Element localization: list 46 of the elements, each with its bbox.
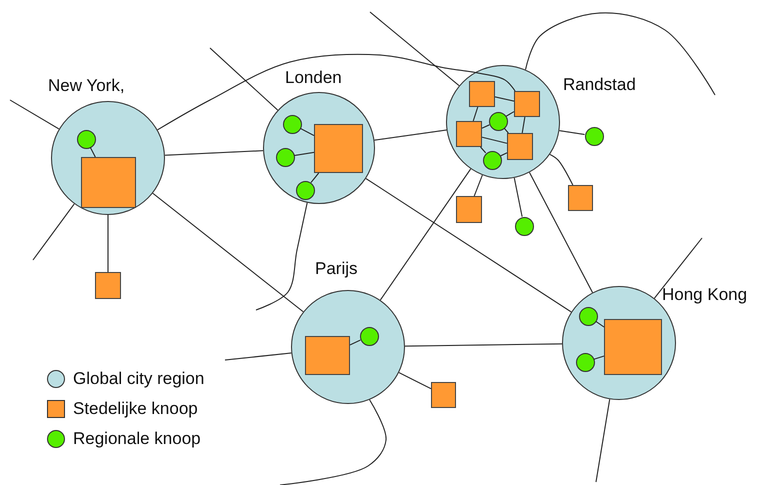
city-name: Hong Kong xyxy=(662,285,748,305)
legend-text: Stedelijke knoop xyxy=(73,398,198,420)
connector-line xyxy=(506,111,514,117)
connector-line xyxy=(294,152,314,156)
connector-line xyxy=(350,340,361,346)
connector-line xyxy=(558,130,586,136)
connector-line xyxy=(10,100,60,130)
connector-line xyxy=(224,352,292,360)
connector-line xyxy=(480,146,486,154)
connector-line xyxy=(482,124,490,129)
connector-line xyxy=(500,152,508,156)
connector-line xyxy=(280,399,386,485)
connector-line xyxy=(549,154,574,186)
connector-line xyxy=(164,150,264,156)
connector-line xyxy=(654,238,702,299)
connector-line xyxy=(482,136,508,144)
connector-line xyxy=(596,398,610,482)
connector-line xyxy=(374,129,448,141)
connector-line xyxy=(380,168,472,301)
connector-line xyxy=(472,106,478,122)
connector-line xyxy=(504,128,509,134)
legend-text: Regionale knoop xyxy=(73,428,201,450)
connector-line xyxy=(404,343,562,347)
connector-line xyxy=(157,54,516,130)
connector-line xyxy=(525,12,716,96)
connector-line xyxy=(365,178,572,312)
city-name: Londen xyxy=(285,68,342,88)
connector-line xyxy=(529,172,593,294)
city-name: Randstad xyxy=(563,75,636,95)
connector-line xyxy=(398,372,432,390)
connector-line xyxy=(256,202,308,310)
connector-line xyxy=(474,174,483,196)
connector-line xyxy=(514,177,523,218)
connector-line xyxy=(300,128,314,136)
connector-line xyxy=(90,146,96,158)
city-name: Parijs xyxy=(315,259,358,279)
connector-line xyxy=(310,172,320,184)
connector-line xyxy=(370,12,460,86)
legend-text: Global city region xyxy=(73,368,204,390)
connector-line xyxy=(494,96,514,102)
city-name: New York, xyxy=(48,76,125,96)
connector-line xyxy=(210,48,278,111)
connector-line xyxy=(32,203,75,260)
connector-line xyxy=(594,356,604,360)
connector-line xyxy=(595,320,604,328)
connector-line xyxy=(522,116,526,134)
